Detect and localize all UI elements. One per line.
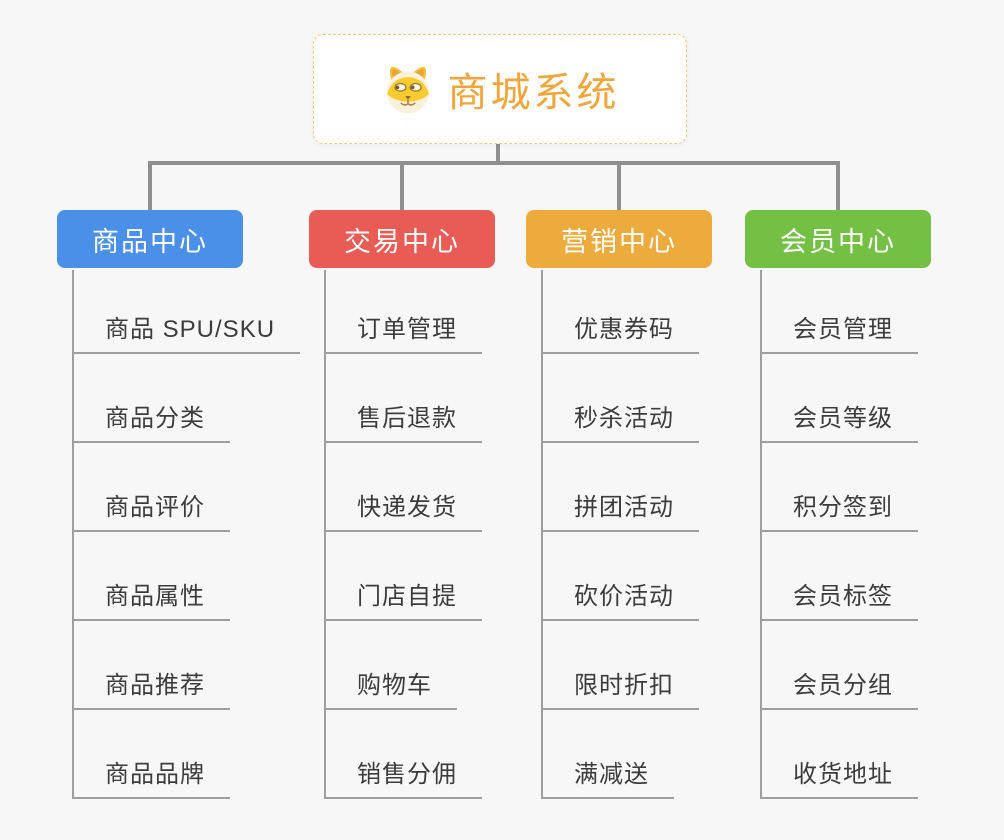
item-row: 秒杀活动 bbox=[543, 354, 699, 443]
branch-item-list: 优惠券码 秒杀活动 拼团活动 砍价活动 限时折扣 满减送 bbox=[541, 270, 699, 799]
branch-item-list: 会员管理 会员等级 积分签到 会员标签 会员分组 收货地址 bbox=[760, 270, 918, 799]
item-node[interactable]: 砍价活动 bbox=[543, 576, 699, 621]
item-node[interactable]: 会员等级 bbox=[762, 398, 918, 443]
item-node[interactable]: 会员管理 bbox=[762, 309, 918, 354]
item-node[interactable]: 商品推荐 bbox=[74, 665, 230, 710]
item-node[interactable]: 销售分佣 bbox=[326, 754, 482, 799]
branch-item-list: 商品 SPU/SKU 商品分类 商品评价 商品属性 商品推荐 商品品牌 bbox=[72, 270, 301, 799]
branch-trade-center: 交易中心 订单管理 售后退款 快递发货 门店自提 购物车 销售分佣 bbox=[309, 210, 495, 799]
item-row: 门店自提 bbox=[326, 532, 482, 621]
item-row: 商品 SPU/SKU bbox=[74, 270, 301, 354]
item-row: 售后退款 bbox=[326, 354, 482, 443]
branch-member-center: 会员中心 会员管理 会员等级 积分签到 会员标签 会员分组 收货地址 bbox=[745, 210, 931, 799]
item-node[interactable]: 优惠券码 bbox=[543, 309, 699, 354]
item-node[interactable]: 商品分类 bbox=[74, 398, 230, 443]
item-row: 商品推荐 bbox=[74, 621, 300, 710]
item-row: 销售分佣 bbox=[326, 710, 482, 799]
item-node[interactable]: 满减送 bbox=[543, 754, 674, 799]
item-row: 商品评价 bbox=[74, 443, 300, 532]
item-node[interactable]: 收货地址 bbox=[762, 754, 918, 799]
item-node[interactable]: 秒杀活动 bbox=[543, 398, 699, 443]
item-node[interactable]: 积分签到 bbox=[762, 487, 918, 532]
root-node-mall-system[interactable]: 商城系统 bbox=[313, 34, 687, 144]
branch-item-list: 订单管理 售后退款 快递发货 门店自提 购物车 销售分佣 bbox=[324, 270, 482, 799]
item-row: 砍价活动 bbox=[543, 532, 699, 621]
item-row: 积分签到 bbox=[762, 443, 918, 532]
item-row: 商品属性 bbox=[74, 532, 300, 621]
item-row: 购物车 bbox=[326, 621, 482, 710]
root-title: 商城系统 bbox=[447, 71, 620, 115]
item-node[interactable]: 商品属性 bbox=[74, 576, 230, 621]
item-node[interactable]: 订单管理 bbox=[326, 309, 482, 354]
branch-header[interactable]: 交易中心 bbox=[309, 210, 495, 268]
item-node[interactable]: 售后退款 bbox=[326, 398, 482, 443]
branch-marketing-center: 营销中心 优惠券码 秒杀活动 拼团活动 砍价活动 限时折扣 满减送 bbox=[526, 210, 712, 799]
item-row: 收货地址 bbox=[762, 710, 918, 799]
item-node[interactable]: 商品 SPU/SKU bbox=[74, 309, 301, 354]
item-node[interactable]: 限时折扣 bbox=[543, 665, 699, 710]
item-node[interactable]: 快递发货 bbox=[326, 487, 482, 532]
item-node[interactable]: 购物车 bbox=[326, 665, 457, 710]
item-node[interactable]: 商品评价 bbox=[74, 487, 230, 532]
branch-header[interactable]: 商品中心 bbox=[57, 210, 243, 268]
item-node[interactable]: 拼团活动 bbox=[543, 487, 699, 532]
item-node[interactable]: 会员标签 bbox=[762, 576, 918, 621]
item-row: 拼团活动 bbox=[543, 443, 699, 532]
item-row: 会员分组 bbox=[762, 621, 918, 710]
item-row: 快递发货 bbox=[326, 443, 482, 532]
item-node[interactable]: 会员分组 bbox=[762, 665, 918, 710]
item-node[interactable]: 商品品牌 bbox=[74, 754, 230, 799]
item-row: 订单管理 bbox=[326, 270, 482, 354]
branch-product-center: 商品中心 商品 SPU/SKU 商品分类 商品评价 商品属性 商品推荐 商品品牌 bbox=[57, 210, 301, 799]
item-row: 商品分类 bbox=[74, 354, 300, 443]
item-row: 会员标签 bbox=[762, 532, 918, 621]
item-row: 限时折扣 bbox=[543, 621, 699, 710]
branch-header[interactable]: 会员中心 bbox=[745, 210, 931, 268]
item-row: 会员管理 bbox=[762, 270, 918, 354]
item-row: 满减送 bbox=[543, 710, 699, 799]
item-row: 商品品牌 bbox=[74, 710, 300, 799]
dog-face-icon bbox=[381, 62, 435, 116]
branch-header[interactable]: 营销中心 bbox=[526, 210, 712, 268]
item-row: 优惠券码 bbox=[543, 270, 699, 354]
item-row: 会员等级 bbox=[762, 354, 918, 443]
item-node[interactable]: 门店自提 bbox=[326, 576, 482, 621]
